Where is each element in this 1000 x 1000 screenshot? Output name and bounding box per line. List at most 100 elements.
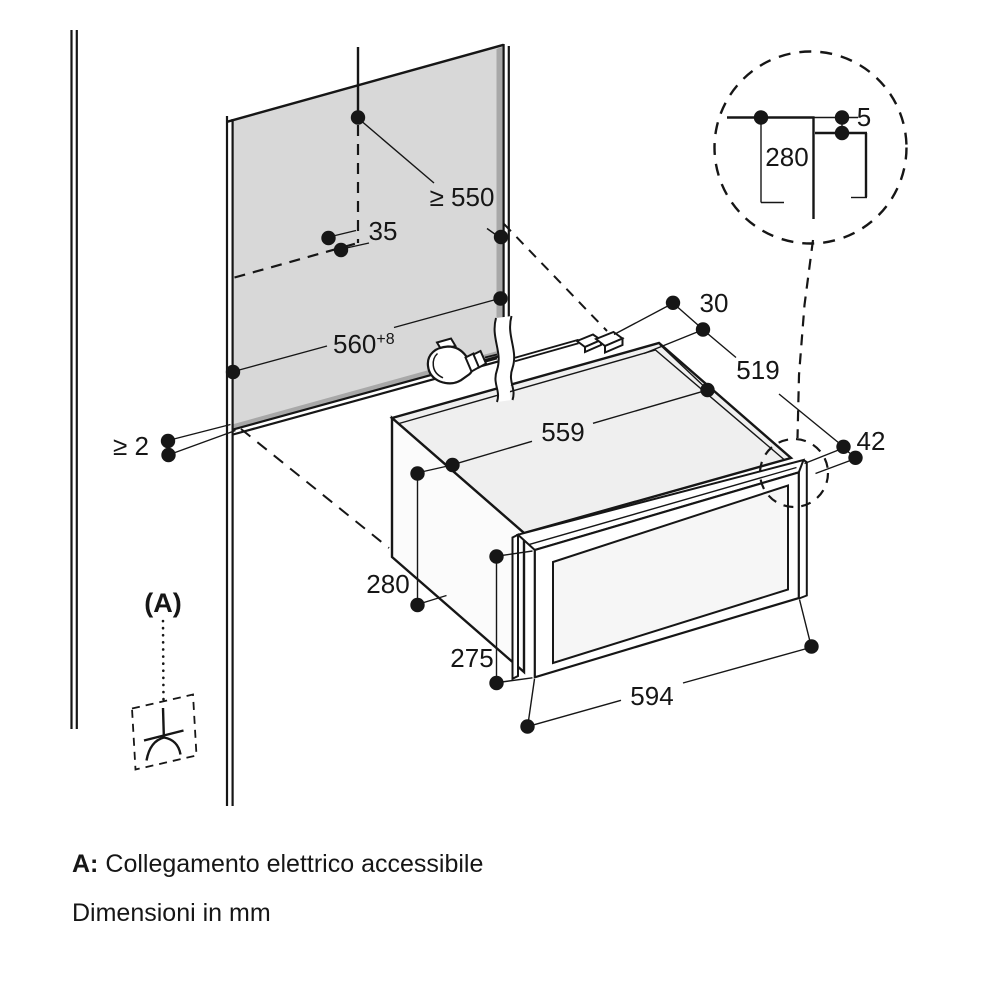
appliance-front-frame [511, 458, 808, 681]
frame-top-chamfer [528, 466, 797, 546]
dim-559-leader [659, 344, 708, 390]
dim-label-outlet-offset: 35 [369, 216, 398, 246]
power-plug [426, 337, 488, 385]
dot [493, 291, 508, 306]
niche-top-edge [226, 43, 504, 123]
legend-line: A:Collegamento elettrico accessibile [72, 850, 483, 878]
notes: A:Collegamento elettrico accessibile Dim… [72, 850, 483, 927]
dim-559-line-b [592, 389, 707, 424]
dim-label-front-overhang: 42 [857, 426, 886, 456]
dim-label-front-width: 594 [630, 681, 673, 711]
dot [489, 549, 504, 564]
dim-519-line-b [778, 393, 843, 447]
dot [161, 447, 176, 463]
dim-559-line-a [453, 440, 533, 465]
dim-275-leader-b [497, 677, 533, 684]
dot [350, 110, 366, 125]
cable-left-1 [484, 353, 498, 359]
niche-width-tolerance: +8 [376, 331, 394, 348]
dot [445, 457, 460, 473]
back-panel-face [232, 44, 503, 426]
dot [321, 230, 336, 246]
dot [225, 364, 241, 380]
dim-label-rear-gap: 30 [700, 288, 729, 318]
dot [520, 719, 535, 734]
dim-42-leader-a [804, 448, 842, 465]
dim-label-side-gap: ≥ 2 [113, 431, 149, 461]
dimension-lines [169, 118, 856, 727]
dim-594-leader-b [798, 599, 812, 646]
dim-2-leader-b [170, 429, 236, 455]
dot [410, 597, 425, 613]
connector-projection-dashed [503, 223, 608, 332]
dim-label-detail-top-gap: 5 [857, 102, 871, 132]
socket-symbol-icon [143, 707, 184, 761]
dimension-dots [160, 110, 863, 734]
dot [333, 242, 349, 258]
dot [804, 639, 819, 654]
cable-break-icon [493, 315, 516, 403]
dim-label-min-depth: ≥ 550 [430, 182, 495, 212]
electrical-connection-callout: (A) [131, 588, 198, 771]
dot [695, 322, 711, 337]
back-panel-right-edge-shade [496, 46, 503, 353]
cable-break-mask [494, 316, 513, 402]
dim-30-leader-a [613, 303, 672, 336]
dim-550-line-a [358, 118, 435, 184]
cable-right-2 [514, 342, 579, 363]
legend-key: A: [72, 850, 98, 878]
plug-body-detail [432, 352, 444, 379]
detail-circle [713, 50, 908, 245]
dim-560-line-a [235, 345, 328, 372]
detail-target-circle [758, 437, 830, 509]
dim-label-niche-width: 560+8 [333, 329, 395, 359]
dot [836, 439, 851, 454]
dim-2-leader-a [169, 423, 231, 441]
units-note: Dimensioni in mm [72, 899, 271, 927]
dim-label-body-width: 559 [541, 417, 584, 447]
frame-inner-panel [552, 484, 789, 665]
dot [834, 110, 850, 125]
dim-label-detail-height: 280 [765, 142, 808, 172]
cable-right-1 [514, 338, 579, 359]
connector-plate-front [584, 338, 602, 354]
appliance-left-face [390, 415, 526, 675]
cable-break-left [493, 317, 500, 403]
dim-30-leader-b [643, 329, 702, 355]
detail-leader-dashed [796, 239, 815, 439]
power-cable-assembly [426, 315, 625, 403]
callout-a-label: (A) [144, 588, 181, 618]
dot [493, 229, 509, 245]
dot [160, 433, 176, 449]
legend-text: Collegamento elettrico accessibile [105, 850, 483, 878]
dim-label-body-depth: 519 [736, 355, 779, 385]
floor-projection-dashed [240, 428, 390, 549]
connector-block-front [604, 336, 624, 355]
socket-arc [145, 736, 182, 761]
socket-stem [161, 707, 165, 736]
dim-519-line-a [704, 330, 737, 359]
cable-break-right [509, 315, 516, 401]
mains-connector [574, 330, 625, 355]
appliance-top-seam [398, 349, 785, 461]
frame-right-edge [798, 459, 808, 600]
dot [489, 675, 504, 691]
socket-bar [143, 729, 184, 742]
detail-callout [713, 50, 908, 509]
dim-42-leader-b [815, 458, 854, 475]
cable-left-2 [485, 357, 498, 363]
dim-560-line-b [393, 297, 500, 329]
dot [700, 382, 715, 398]
plug-boot-ring-2 [472, 349, 488, 369]
callout-dotted-leader [161, 619, 165, 704]
dim-594-line-b [682, 646, 811, 684]
plug-body [426, 345, 474, 385]
dot [410, 466, 425, 481]
dim-label-front-height: 275 [450, 643, 493, 673]
dim-594-leader-a [527, 678, 536, 726]
dot [848, 450, 863, 465]
dim-594-line-a [528, 699, 622, 727]
dim-275-leader-a [497, 550, 533, 557]
dot [753, 110, 769, 125]
